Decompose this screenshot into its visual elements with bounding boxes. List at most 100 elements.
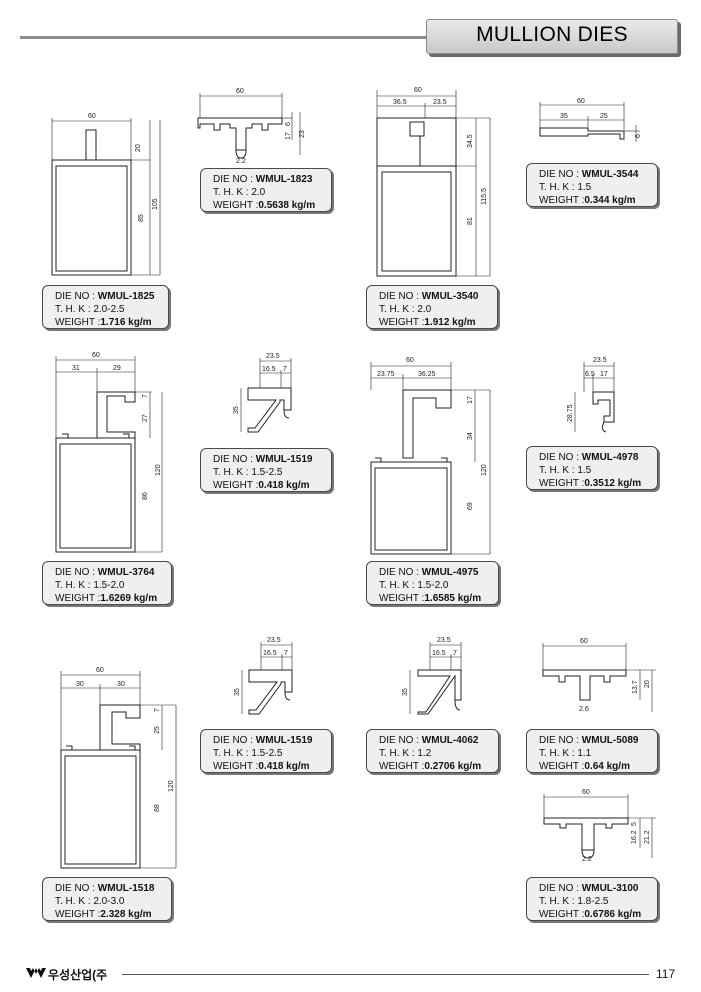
company-name: 우성산업(주 [48, 968, 108, 982]
die-info-wmul-4062: DIE NO : WMUL-4062 T. H. K : 1.2 WEIGHT … [366, 729, 499, 773]
drawing-wmul-4978 [574, 362, 615, 433]
dim-label: 31 [72, 365, 80, 372]
dim-label: 36.5 [393, 99, 407, 106]
dim-label: 25 [600, 113, 608, 120]
dim-label: 28.75 [567, 404, 574, 422]
dim-label: 60 [92, 352, 100, 359]
dim-label: 120 [168, 780, 175, 792]
dim-label: 6 [285, 122, 292, 126]
dim-label: 34 [467, 432, 474, 440]
die-info-wmul-1519-a: DIE NO : WMUL-1519 T. H. K : 1.5-2.5 WEI… [200, 448, 332, 492]
dim-label: 36.25 [418, 371, 436, 378]
dim-label: 35 [402, 688, 409, 696]
drawing-wmul-3540 [376, 90, 491, 277]
dim-label: 23 [299, 130, 306, 138]
dim-label: 23.5 [433, 99, 447, 106]
dim-label: 2.2 [236, 158, 246, 165]
drawing-wmul-3100 [543, 794, 656, 859]
dim-label: 69 [467, 502, 474, 510]
dim-label: 88 [154, 804, 161, 812]
dim-label: 25 [154, 726, 161, 734]
die-info-wmul-1519-b: DIE NO : WMUL-1519 T. H. K : 1.5-2.5 WEI… [200, 729, 332, 773]
dim-label: 120 [155, 464, 162, 476]
dim-label: 17 [467, 396, 474, 404]
dim-label: 120 [481, 464, 488, 476]
dim-label: 6 [635, 134, 642, 138]
dim-label: 2.2 [582, 856, 592, 863]
drawing-wmul-4975 [370, 362, 491, 555]
dim-label: 60 [96, 667, 104, 674]
dim-label: 23.75 [377, 371, 395, 378]
dim-label: 7 [154, 708, 161, 712]
die-info-wmul-3540: DIE NO : WMUL-3540 T. H. K : 2.0 WEIGHT … [366, 285, 498, 329]
dim-label: 6.5 [585, 371, 595, 378]
die-info-wmul-5089: DIE NO : WMUL-5089 T. H. K : 1.1 WEIGHT … [526, 729, 658, 773]
dim-label: 60 [236, 88, 244, 95]
die-info-wmul-1823: DIE NO : WMUL-1823 T. H. K : 2.0 WEIGHT … [200, 168, 332, 212]
die-info-wmul-3764: DIE NO : WMUL-3764 T. H. K : 1.5-2.0 WEI… [42, 561, 172, 605]
dim-label: 16.2 [631, 830, 638, 844]
drawing-wmul-3544 [539, 102, 640, 142]
dim-label: 23.5 [437, 637, 451, 644]
dim-label: 16.5 [432, 650, 446, 657]
drawing-wmul-1518 [60, 671, 177, 869]
die-info-wmul-4978: DIE NO : WMUL-4978 T. H. K : 1.5 WEIGHT … [526, 446, 658, 490]
die-info-wmul-1518: DIE NO : WMUL-1518 T. H. K : 2.0-3.0 WEI… [42, 877, 172, 921]
drawing-wmul-1825 [51, 118, 161, 276]
dim-label: 35 [233, 406, 240, 414]
dim-label: 2.6 [579, 706, 589, 713]
dim-label: 17 [600, 371, 608, 378]
dim-label: 7 [142, 394, 149, 398]
dim-label: 115.5 [481, 188, 488, 205]
dim-label: 81 [467, 217, 474, 225]
page-number: 117 [656, 967, 676, 981]
dim-label: 85 [138, 214, 145, 222]
dim-label: 35 [234, 688, 241, 696]
dim-label: 60 [580, 638, 588, 645]
dimension-labels: 60 20 105 85 60 6 17 23 2.2 60 36.5 23.5… [72, 87, 651, 863]
dim-label: 21.2 [644, 830, 651, 844]
dim-label: 23.5 [266, 353, 280, 360]
die-info-wmul-1825: DIE NO : WMUL-1825 T. H. K : 2.0-2.5 WEI… [42, 285, 169, 329]
dim-label: 7 [284, 650, 288, 657]
dim-label: 7 [453, 650, 457, 657]
drawing-wmul-1823 [197, 93, 301, 159]
die-info-wmul-4975: DIE NO : WMUL-4975 T. H. K : 1.5-2.0 WEI… [366, 561, 499, 605]
dim-label: 60 [406, 357, 414, 364]
drawing-wmul-5089 [542, 643, 656, 712]
dim-label: 30 [76, 681, 84, 688]
dim-label: 35 [560, 113, 568, 120]
dim-label: 7 [283, 366, 287, 373]
dim-label: 13.7 [632, 680, 639, 694]
dim-label: 23.5 [267, 637, 281, 644]
dim-label: 27 [142, 414, 149, 422]
drawing-wmul-1519-b [241, 642, 293, 715]
footer-rule [122, 974, 649, 975]
dim-label: 105 [152, 198, 159, 210]
dim-label: 16.5 [262, 366, 276, 373]
drawing-wmul-3764 [55, 356, 163, 553]
header-rule [20, 36, 432, 39]
die-info-wmul-3100: DIE NO : WMUL-3100 T. H. K : 1.8-2.5 WEI… [526, 877, 658, 921]
dim-label: 30 [117, 681, 125, 688]
dim-label: 29 [113, 365, 121, 372]
dim-label: 34.5 [467, 134, 474, 148]
dim-label: 60 [414, 87, 422, 94]
dim-label: 5 [631, 822, 638, 826]
dim-label: 23.5 [593, 357, 607, 364]
die-info-wmul-3544: DIE NO : WMUL-3544 T. H. K : 1.5 WEIGHT … [526, 163, 658, 207]
dim-label: 60 [88, 113, 96, 120]
dim-label: 20 [644, 680, 651, 688]
drawing-wmul-1519-a [240, 358, 292, 433]
page-title: MULLION DIES [476, 23, 628, 46]
dim-label: 60 [582, 789, 590, 796]
dim-label: 60 [577, 98, 585, 105]
company-logo-icon [26, 968, 46, 978]
dim-label: 20 [135, 144, 142, 152]
dim-label: 86 [142, 492, 149, 500]
drawing-wmul-4062 [409, 642, 462, 715]
title-tab: MULLION DIES [426, 19, 678, 54]
dim-label: 17 [285, 132, 292, 140]
dim-label: 16.5 [263, 650, 277, 657]
